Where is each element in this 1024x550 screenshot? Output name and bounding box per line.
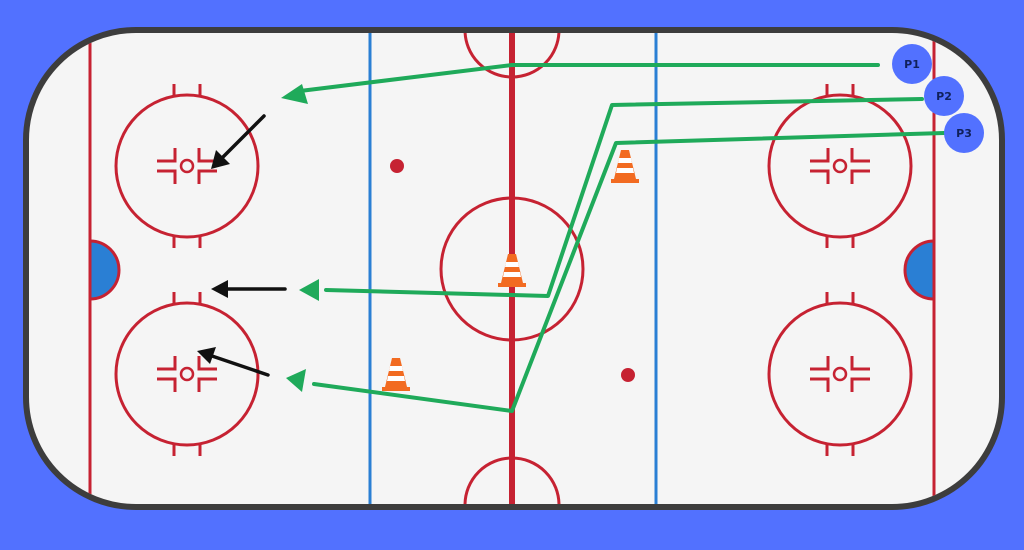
- traffic-cone-icon: [498, 254, 526, 287]
- arrow-icon: [211, 150, 230, 169]
- skate-path-p1: [298, 63, 880, 93]
- arrow-icon: [281, 84, 308, 104]
- skate-paths: [298, 63, 946, 413]
- skate-path-arrowheads: [281, 84, 319, 392]
- faceoff-l-mark: [850, 356, 870, 371]
- faceoff-l-mark: [157, 169, 177, 184]
- faceoff-l-mark: [197, 356, 217, 371]
- goal-crease-right: [903, 239, 936, 301]
- faceoff-circle: [767, 301, 913, 447]
- pass-arrow-line: [210, 354, 270, 377]
- faceoff-dot-neutral-right: [621, 368, 635, 382]
- skate-path-p2: [324, 97, 924, 298]
- faceoff-circle-right-top: [767, 84, 913, 248]
- faceoff-circle-right-bottom: [767, 292, 913, 456]
- faceoff-l-mark: [197, 148, 217, 163]
- player-marker-icon: [944, 113, 984, 153]
- faceoff-dot-neutral-left: [390, 159, 404, 173]
- faceoff-dot: [179, 366, 195, 382]
- faceoff-l-mark: [850, 169, 870, 184]
- arrow-icon: [286, 369, 306, 392]
- player-marker-p1[interactable]: P1: [892, 44, 932, 84]
- faceoff-circle: [114, 301, 260, 447]
- faceoff-l-mark: [850, 377, 870, 392]
- faceoff-dot: [179, 158, 195, 174]
- players: P1 P2 P3: [892, 44, 984, 153]
- arrow-icon: [197, 347, 216, 364]
- player-marker-icon: [924, 76, 964, 116]
- faceoff-l-mark: [157, 356, 177, 371]
- faceoff-dot: [832, 158, 848, 174]
- player-label-p2: P2: [936, 90, 952, 103]
- faceoff-circle-left-top: [114, 84, 260, 248]
- faceoff-circle: [114, 93, 260, 239]
- faceoff-l-mark: [850, 148, 870, 163]
- skate-path-p3: [312, 131, 946, 413]
- faceoff-circle-left-bottom: [114, 292, 260, 456]
- arrow-icon: [211, 280, 228, 298]
- player-label-p3: P3: [956, 127, 972, 140]
- faceoff-l-mark: [157, 148, 177, 163]
- faceoff-l-mark: [810, 148, 830, 163]
- faceoff-l-mark: [810, 356, 830, 371]
- goal-crease-left: [88, 239, 121, 301]
- faceoff-l-mark: [197, 169, 217, 184]
- player-label-p1: P1: [904, 58, 920, 71]
- pass-arrows: [197, 114, 287, 377]
- traffic-cone-icon: [611, 150, 639, 183]
- traffic-cone-icon: [382, 358, 410, 391]
- player-marker-icon: [892, 44, 932, 84]
- arrow-icon: [299, 279, 319, 301]
- faceoff-dot: [832, 366, 848, 382]
- faceoff-l-mark: [810, 169, 830, 184]
- faceoff-l-mark: [157, 377, 177, 392]
- faceoff-l-mark: [197, 377, 217, 392]
- faceoff-l-mark: [810, 377, 830, 392]
- rink-markings: [88, 33, 936, 504]
- faceoff-circle: [767, 93, 913, 239]
- player-marker-p3[interactable]: P3: [944, 113, 984, 153]
- player-marker-p2[interactable]: P2: [924, 76, 964, 116]
- pass-arrow-line: [220, 114, 266, 160]
